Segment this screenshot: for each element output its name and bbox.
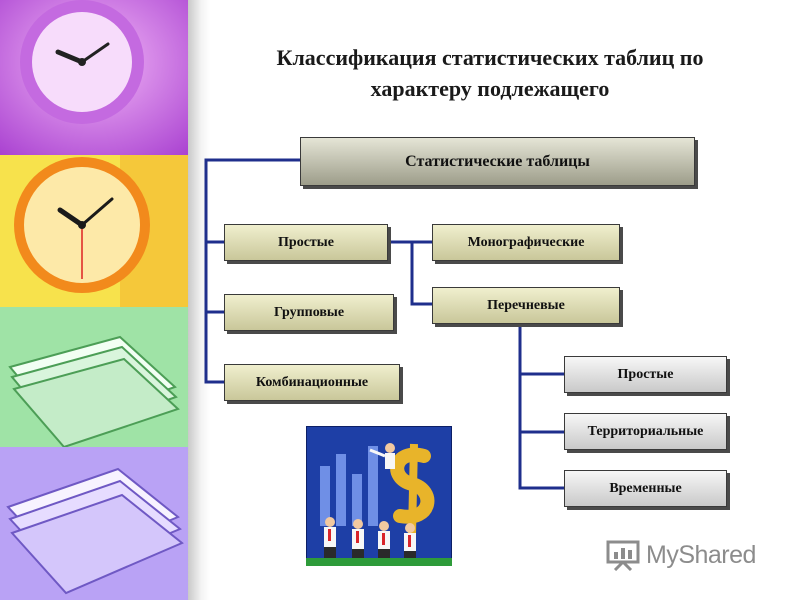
- node-label: Временные: [609, 480, 682, 496]
- strip-shadow: [188, 0, 210, 600]
- purple-clock-panel: [0, 0, 188, 155]
- title-line-1: Классификация статистических таблиц по: [276, 45, 704, 70]
- paper-stack-icon: [6, 467, 184, 595]
- node-simple: Простые: [224, 224, 388, 261]
- node-label: Территориальные: [587, 423, 704, 439]
- node-label: Простые: [278, 234, 334, 250]
- slide-title: Классификация статистических таблиц по х…: [210, 42, 770, 104]
- green-papers-panel: [0, 307, 188, 447]
- orange-clock-panel: [0, 155, 188, 307]
- node-label: Простые: [617, 366, 674, 382]
- node-label: Статистические таблицы: [405, 152, 590, 170]
- node-list: Перечневые: [432, 287, 620, 324]
- node-monographic: Монографические: [432, 224, 620, 261]
- node-statistical-tables: Статистические таблицы: [300, 137, 695, 186]
- business-people-dollar-illustration: [305, 425, 453, 567]
- lavender-papers-panel: [0, 447, 188, 600]
- node-list-simple: Простые: [564, 356, 727, 393]
- node-territorial: Территориальные: [564, 413, 727, 450]
- node-label: Монографические: [467, 234, 585, 250]
- node-temporal: Временные: [564, 470, 727, 507]
- node-label: Групповые: [273, 304, 345, 320]
- title-line-2: характеру подлежащего: [370, 76, 610, 101]
- wall-clock-icon: [20, 0, 144, 124]
- node-label: Перечневые: [487, 297, 565, 313]
- logo-text: MyShared: [646, 540, 756, 569]
- node-group: Групповые: [224, 294, 394, 331]
- paper-stack-icon: [8, 335, 180, 447]
- node-combined: Комбинационные: [224, 364, 400, 401]
- presentation-board-icon: [606, 540, 640, 571]
- wall-clock-icon: [14, 157, 150, 293]
- myshared-logo: MyShared: [606, 537, 756, 573]
- node-label: Комбинационные: [255, 374, 369, 390]
